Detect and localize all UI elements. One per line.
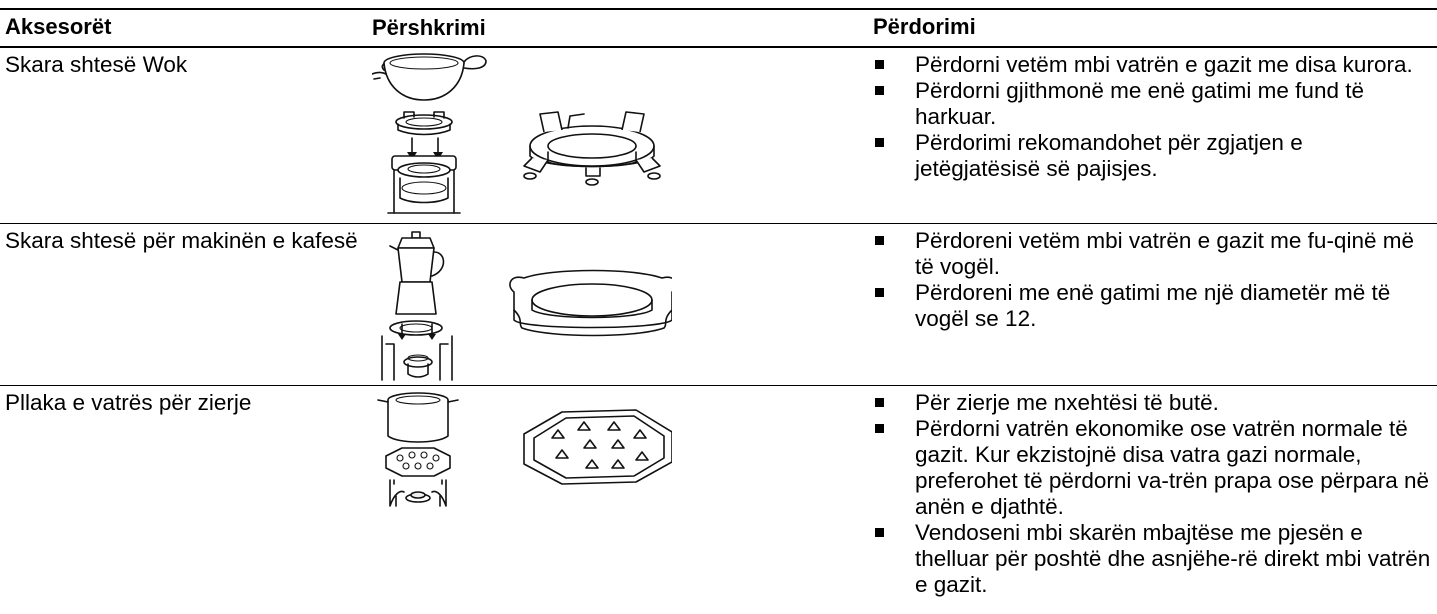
coffee-maker-ring-icon (372, 224, 867, 389)
bullet-icon (875, 398, 884, 407)
table-row: Pllaka e vatrës për zierje (0, 386, 1437, 614)
bullet-icon (875, 424, 884, 433)
usage-list: Përdorni vetëm mbi vatrën e gazit me dis… (873, 52, 1433, 182)
list-item: Për zierje me nxehtësi të butë. (873, 390, 1433, 416)
list-item: Vendoseni mbi skarën mbajtëse me pjesën … (873, 520, 1433, 598)
usage-list: Përdoreni vetëm mbi vatrën e gazit me fu… (873, 228, 1433, 332)
accessory-name: Pllaka e vatrës për zierje (5, 390, 252, 415)
header-description: Përshkrimi (372, 15, 486, 40)
accessories-table: Aksesorët Përshkrimi Përdorimi Skara sht… (0, 8, 1437, 614)
list-item: Përdoreni vetëm mbi vatrën e gazit me fu… (873, 228, 1433, 280)
table-row: Skara shtesë Wok (0, 48, 1437, 224)
list-item: Përdoreni me enë gatimi me një diametër … (873, 280, 1433, 332)
list-item: Përdorimi rekomandohet për zgjatjen e je… (873, 130, 1433, 182)
bullet-icon (875, 86, 884, 95)
accessory-name: Skara shtesë për makinën e kafesë (5, 228, 358, 253)
header-accessories: Aksesorët (5, 14, 112, 39)
wok-ring-icon (371, 48, 867, 228)
accessory-name: Skara shtesë Wok (5, 52, 188, 77)
bullet-icon (875, 528, 884, 537)
table-header-row: Aksesorët Përshkrimi Përdorimi (0, 10, 1437, 48)
bullet-icon (875, 288, 884, 297)
header-usage: Përdorimi (873, 14, 976, 39)
list-item: Përdorni vatrën ekonomike ose vatrën nor… (873, 416, 1433, 520)
table-row: Skara shtesë për makinën e kafesë (0, 224, 1437, 386)
simmer-plate-icon (372, 386, 867, 551)
list-item: Përdorni gjithmonë me enë gatimi me fund… (873, 78, 1433, 130)
list-item: Përdorni vetëm mbi vatrën e gazit me dis… (873, 52, 1433, 78)
bullet-icon (875, 138, 884, 147)
bullet-icon (875, 60, 884, 69)
usage-list: Për zierje me nxehtësi të butë. Përdorni… (873, 390, 1433, 598)
bullet-icon (875, 236, 884, 245)
